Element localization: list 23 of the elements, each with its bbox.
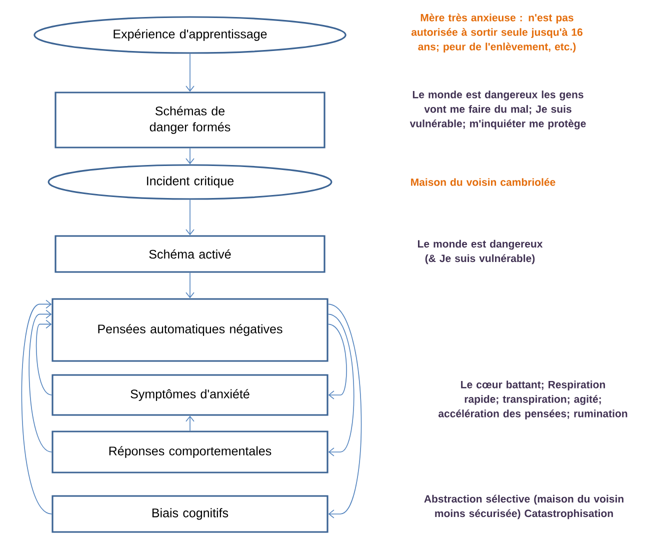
arrow	[186, 416, 194, 432]
arrow	[186, 53, 194, 92]
process-box: Schéma activé	[54, 235, 326, 273]
process-box: Biais cognitifs	[52, 495, 328, 533]
note-text: Le monde est dangereux les gens vont me faire du mal; Je suis vulnérable; m'inquiéter me protège	[410, 90, 586, 130]
note-text: Mère très anxieuse : n'est pas autorisée à sortir seule jusqu'à 16 ans; peur de l'enlèvement, etc.)	[411, 14, 582, 52]
arrow	[21, 300, 52, 514]
process-box: Schémas de danger formés	[54, 92, 326, 148]
arrow	[328, 304, 362, 518]
note-text: Le monde est dangereux (& Je suis vulnérable)	[418, 240, 543, 264]
arrow	[28, 310, 52, 452]
arrow	[328, 324, 347, 400]
arrow	[186, 199, 194, 236]
process-box: Réponses comportementales	[52, 430, 328, 474]
arrow	[186, 272, 194, 298]
note-text: Maison du voisin cambriolée	[411, 178, 556, 186]
arrow	[186, 148, 194, 164]
arrow	[36, 320, 52, 396]
note-text: Le cœur battant; Respiration rapide; transpiration; agité; accélération des pensées; rumination	[438, 380, 628, 420]
process-box: Pensées automatiques négatives	[52, 298, 328, 362]
note-text: Abstraction sélective (maison du voisin moins sécurisée) Catastrophisation	[424, 494, 624, 520]
arrow	[328, 314, 354, 456]
process-box: Symptômes d'anxiété	[52, 374, 328, 416]
